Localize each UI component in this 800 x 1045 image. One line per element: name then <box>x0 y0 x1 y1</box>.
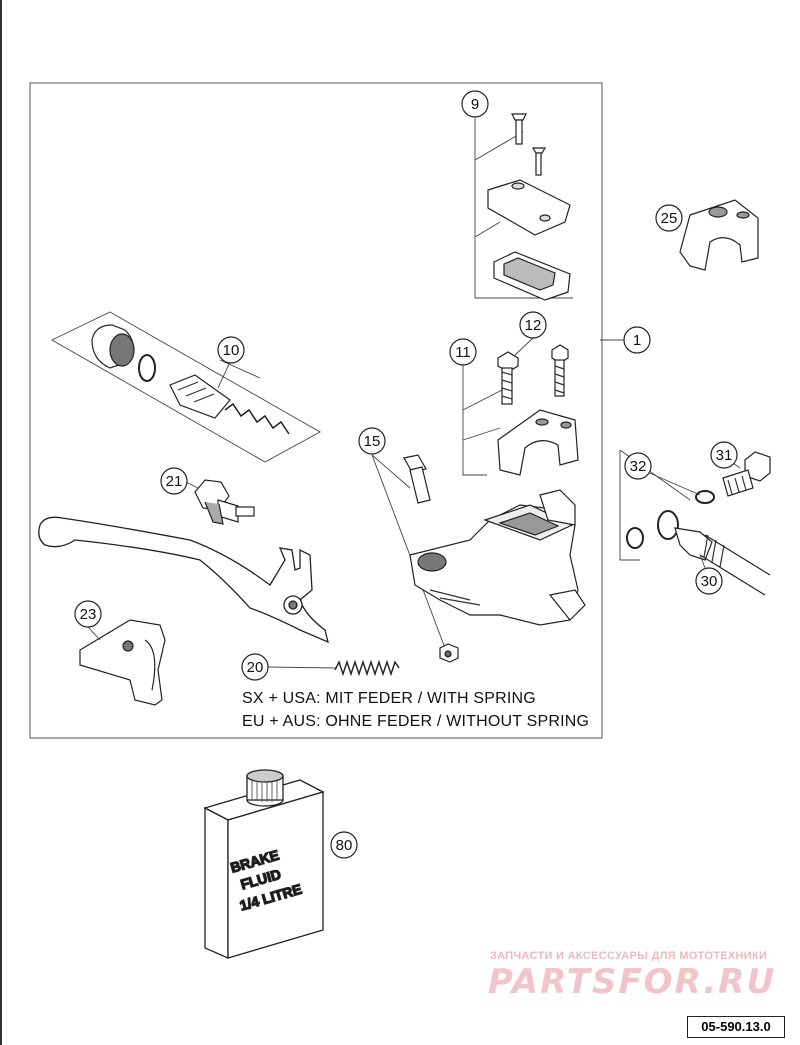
part-20-spring <box>267 659 400 677</box>
callout-20: 20 <box>241 653 269 681</box>
watermark-tagline: ЗАПЧАСТИ И АКСЕССУАРЫ ДЛЯ МОТОТЕХНИКИ <box>490 950 768 962</box>
svg-text:12: 12 <box>525 317 542 334</box>
callout-31: 31 <box>710 441 738 469</box>
svg-text:21: 21 <box>166 473 183 490</box>
brake-fluid-bottle: BRAKE FLUID 1/4 LITRE <box>203 769 325 959</box>
callout-1: 1 <box>623 326 651 354</box>
callout-21: 21 <box>160 467 188 495</box>
svg-text:20: 20 <box>247 659 264 676</box>
svg-text:11: 11 <box>455 344 471 361</box>
svg-text:1: 1 <box>633 332 641 349</box>
callout-9: 9 <box>461 90 489 118</box>
callout-11: 11 <box>449 338 477 366</box>
svg-text:10: 10 <box>223 342 240 359</box>
svg-text:15: 15 <box>364 433 381 450</box>
part-30-31-32-hose-fittings <box>619 449 771 596</box>
part-25-clamp <box>679 199 759 271</box>
callout-23: 23 <box>74 600 102 628</box>
part-9-cover-set <box>474 113 573 301</box>
svg-text:32: 32 <box>630 458 647 475</box>
svg-text:80: 80 <box>336 837 353 854</box>
callout-10: 10 <box>217 336 245 364</box>
spring-note-eu-aus: EU + AUS: OHNE FEDER / WITHOUT SPRING <box>242 713 590 730</box>
callout-80: 80 <box>330 831 358 859</box>
part-brake-lever <box>38 516 329 644</box>
svg-text:9: 9 <box>471 96 479 113</box>
callout-12: 12 <box>519 311 547 339</box>
part-23-lever-guard <box>79 619 166 706</box>
part-10-piston-set <box>51 311 321 463</box>
svg-text:23: 23 <box>80 606 97 623</box>
part-21-adjuster <box>194 479 255 525</box>
callout-32: 32 <box>624 452 652 480</box>
callout-15: 15 <box>358 427 386 455</box>
watermark-logo: PARTSFOR.RU <box>488 962 777 1002</box>
callout-30: 30 <box>695 567 723 595</box>
svg-text:25: 25 <box>661 210 678 227</box>
diagram-code: 05-590.13.0 <box>687 1016 785 1038</box>
svg-text:31: 31 <box>716 447 733 464</box>
master-cylinder-body <box>409 489 586 626</box>
callout-25: 25 <box>655 204 683 232</box>
assembly-frame <box>29 82 603 739</box>
part-15-pivot-bolt <box>371 454 459 663</box>
spring-note-sx-usa: SX + USA: MIT FEDER / WITH SPRING <box>242 690 536 707</box>
svg-text:30: 30 <box>701 573 718 590</box>
part-11-12-bolts-clamp <box>462 344 579 476</box>
